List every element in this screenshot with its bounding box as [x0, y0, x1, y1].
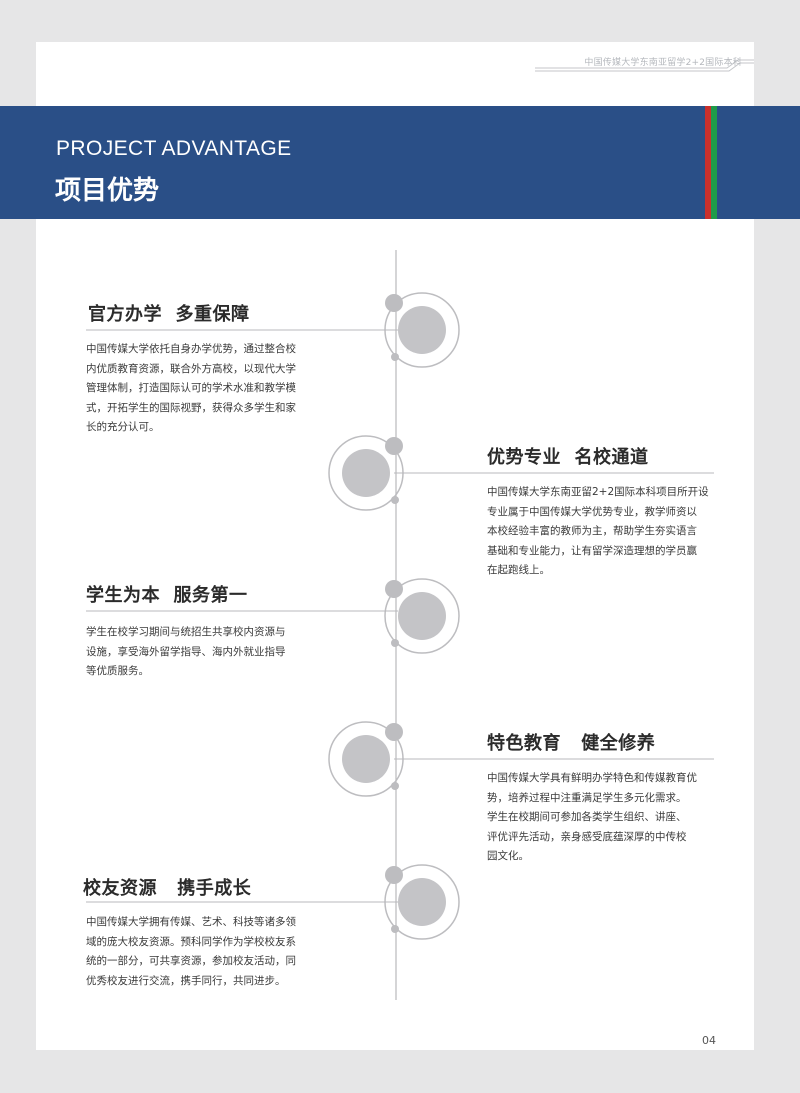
title-banner	[0, 106, 800, 219]
banner-title-en: PROJECT ADVANTAGE	[56, 137, 292, 160]
section-4-title: 特色教育 健全修养	[487, 733, 656, 754]
timeline-node-4	[328, 721, 714, 797]
section-1-body: 中国传媒大学依托自身办学优势，通过整合校 内优质教育资源，联合外方高校，以现代大…	[86, 343, 296, 433]
section-3-body: 学生在校学习期间与统招生共享校内资源与 设施，享受海外留学指导、海内外就业指导 …	[86, 626, 286, 677]
banner-red-stripe	[705, 106, 711, 219]
banner-green-stripe	[711, 106, 717, 219]
section-1-title: 官方办学 多重保障	[88, 304, 250, 325]
timeline-node-3	[86, 578, 460, 654]
section-5-body: 中国传媒大学拥有传媒、艺术、科技等诸多领 域的庞大校友资源。预科同学作为学校校友…	[86, 916, 296, 987]
timeline-node-5	[86, 864, 460, 940]
section-5-title: 校友资源 携手成长	[83, 878, 252, 899]
page-number: 04	[702, 1034, 716, 1047]
timeline-node-1	[86, 292, 460, 368]
header-note: 中国传媒大学东南亚留学2+2国际本科	[584, 58, 742, 68]
section-2-title: 优势专业 名校通道	[487, 447, 649, 468]
section-2-body: 中国传媒大学东南亚留2+2国际本科项目所开设 专业属于中国传媒大学优势专业，教学…	[487, 486, 709, 576]
timeline-node-2	[328, 435, 714, 511]
section-4-body: 中国传媒大学具有鲜明办学特色和传媒教育优 势，培养过程中注重满足学生多元化需求。…	[487, 772, 697, 862]
section-3-title: 学生为本 服务第一	[86, 585, 248, 606]
banner-title-cn: 项目优势	[55, 176, 160, 206]
